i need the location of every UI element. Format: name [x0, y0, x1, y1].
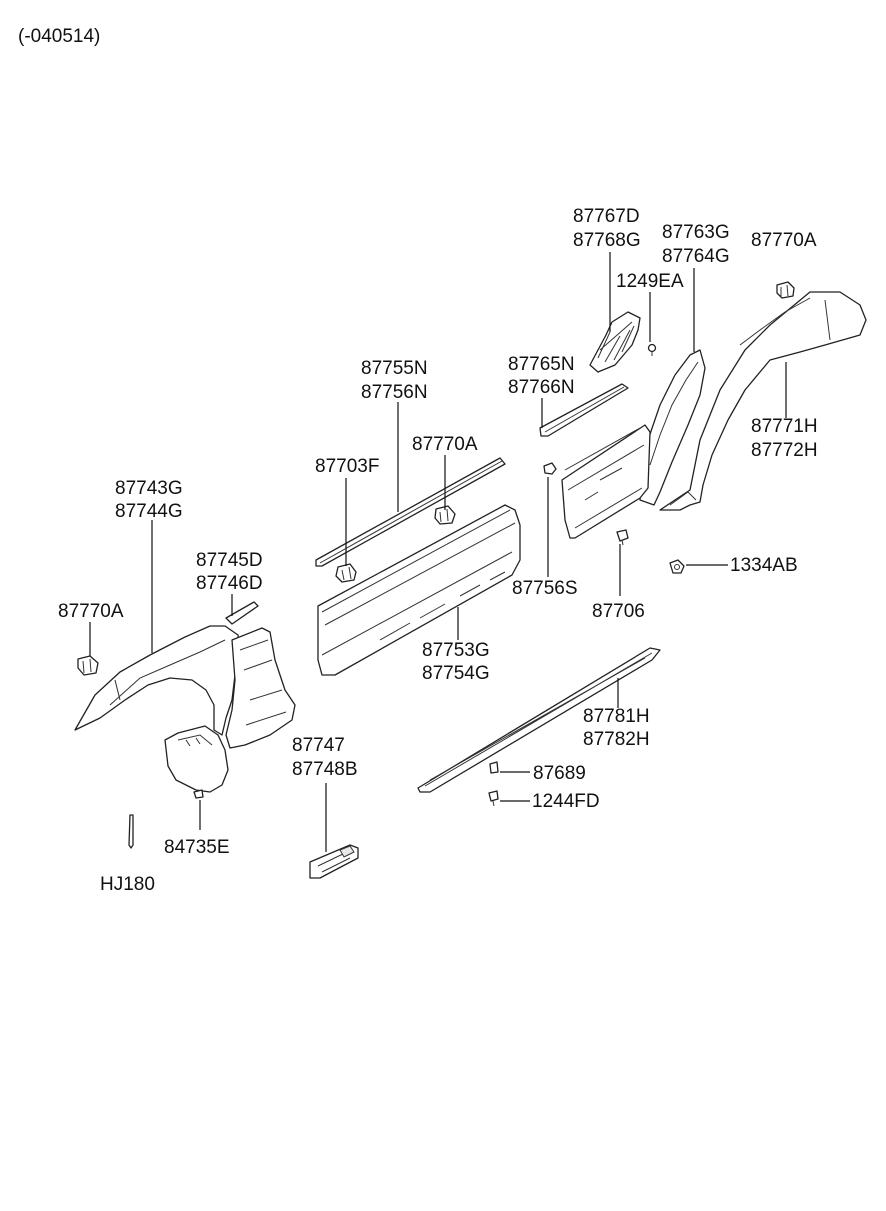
label-87767D: 87767D — [573, 206, 640, 227]
label-87770A-mid: 87770A — [412, 434, 478, 455]
label-87771H: 87771H — [751, 416, 818, 437]
label-87772H: 87772H — [751, 440, 818, 461]
part-clip-87689 — [489, 761, 499, 774]
label-87743G: 87743G — [115, 478, 183, 499]
label-87755N: 87755N — [361, 358, 428, 379]
part-front-door-molding — [317, 504, 521, 676]
part-clip-87770A-top — [776, 281, 795, 299]
label-87756N: 87756N — [361, 382, 428, 403]
label-HJ180: HJ180 — [100, 874, 155, 895]
label-1249EA: 1249EA — [616, 271, 684, 292]
part-side-sill-molding — [417, 647, 661, 793]
part-front-inner-liner — [225, 627, 296, 749]
part-screw-87706 — [616, 529, 629, 546]
part-clip-87770A-left — [77, 655, 99, 676]
label-87764G: 87764G — [662, 246, 730, 267]
part-mud-guard — [164, 725, 229, 793]
part-rear-door-molding — [561, 424, 651, 539]
label-87782H: 87782H — [583, 729, 650, 750]
part-rear-trim-bracket — [589, 311, 641, 373]
diagram-code: (-040514) — [18, 26, 100, 47]
part-screw-1244FD — [488, 790, 499, 807]
label-87753G: 87753G — [422, 640, 490, 661]
part-pad-87745D — [225, 601, 259, 625]
label-87766N: 87766N — [508, 377, 575, 398]
label-87746D: 87746D — [196, 573, 263, 594]
label-87744G: 87744G — [115, 501, 183, 522]
part-bracket-87747 — [309, 844, 359, 879]
part-pin-HJ180 — [128, 814, 134, 849]
part-clip-87770A-mid — [434, 505, 456, 525]
part-rear-door-upper-molding — [539, 383, 629, 437]
label-1334AB: 1334AB — [730, 555, 798, 576]
label-87768G: 87768G — [573, 230, 641, 251]
label-87763G: 87763G — [662, 222, 730, 243]
part-clip-87703F — [335, 563, 357, 583]
part-rear-wheel-flare — [659, 291, 867, 511]
part-front-wheel-flare — [74, 625, 241, 736]
label-87756S: 87756S — [512, 578, 578, 599]
part-front-door-upper-molding — [315, 457, 506, 567]
label-84735E: 84735E — [164, 837, 230, 858]
label-87765N: 87765N — [508, 354, 575, 375]
part-clip-87756S — [543, 462, 557, 475]
label-87781H: 87781H — [583, 706, 650, 727]
part-clip-84735E — [193, 789, 204, 799]
label-87770A-top: 87770A — [751, 230, 817, 251]
part-nut-1334AB — [669, 559, 685, 574]
label-87703F: 87703F — [315, 456, 379, 477]
leader-lines — [89, 252, 787, 852]
label-87745D: 87745D — [196, 550, 263, 571]
label-87747: 87747 — [292, 735, 345, 756]
label-87770A-left: 87770A — [58, 601, 124, 622]
part-screw-1249EA — [647, 343, 657, 356]
label-87754G: 87754G — [422, 663, 490, 684]
label-87689: 87689 — [533, 763, 586, 784]
label-87748B: 87748B — [292, 759, 358, 780]
label-87706: 87706 — [592, 601, 645, 622]
label-1244FD: 1244FD — [532, 791, 600, 812]
